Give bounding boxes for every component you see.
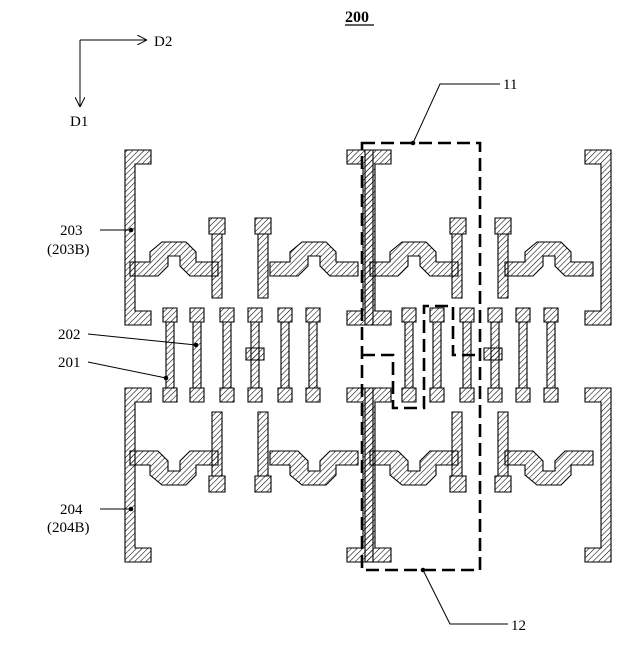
- leader-204-dot: [129, 507, 134, 512]
- strip-line-6: [405, 322, 413, 388]
- strip-pad-top-1: [190, 308, 204, 322]
- pad-top-c: [450, 218, 466, 234]
- direction-indicator: D2 D1: [70, 34, 172, 130]
- tft-204-u4: [505, 451, 593, 485]
- strip-pad-top-3: [248, 308, 262, 322]
- pixel-electrode-204-left-bracket: [125, 388, 151, 562]
- pixel-electrode-204-right-b: [585, 388, 611, 562]
- strip-pad-top-11: [544, 308, 558, 322]
- leader-11-dot: [411, 141, 416, 146]
- strip-pad-top-7: [430, 308, 444, 322]
- strip-line-5: [309, 322, 317, 388]
- label-203b: (203B): [47, 242, 90, 258]
- pixel-electrode-203-left-bracket: [125, 150, 151, 325]
- leader-202-dot: [194, 343, 199, 348]
- label-12: 12: [511, 618, 526, 634]
- pad-top-a: [209, 218, 225, 234]
- strip-line-10: [519, 322, 527, 388]
- connector-bottom-d: [498, 412, 508, 476]
- tft-203-u1: [130, 242, 218, 276]
- strip-pad-top-0: [163, 308, 177, 322]
- tft-204-u2: [270, 451, 358, 485]
- pixel-electrode-204-right-a: [347, 388, 373, 562]
- label-204b: (204B): [47, 520, 90, 536]
- leader-12-dot: [421, 568, 426, 573]
- strip-line-2: [223, 322, 231, 388]
- strip-pad-bottom-3: [248, 388, 262, 402]
- label-202: 202: [58, 327, 81, 343]
- strip-line-4: [281, 322, 289, 388]
- tap-a: [246, 348, 264, 360]
- connector-top-d: [498, 234, 508, 298]
- pixel-electrode-203-right-b: [585, 150, 611, 325]
- strip-pad-bottom-5: [306, 388, 320, 402]
- tft-203-u3: [370, 242, 458, 276]
- strip-pad-top-2: [220, 308, 234, 322]
- pad-bottom-b: [255, 476, 271, 492]
- connector-bottom-b: [258, 412, 268, 476]
- strip-line-1: [193, 322, 201, 388]
- connector-top-c: [452, 234, 462, 298]
- leader-203-dot: [129, 228, 134, 233]
- label-11: 11: [503, 77, 517, 93]
- label-204: 204: [60, 502, 83, 518]
- pad-bottom-c: [450, 476, 466, 492]
- pad-bottom-d: [495, 476, 511, 492]
- tft-204-u3: [370, 451, 458, 485]
- region-outlines: [362, 143, 480, 570]
- strip-pad-bottom-6: [402, 388, 416, 402]
- leader-201-dot: [164, 376, 169, 381]
- leader-12: [423, 570, 508, 624]
- connector-top-a: [212, 234, 222, 298]
- pad-top-b: [255, 218, 271, 234]
- tap-b: [484, 348, 502, 360]
- strip-pad-top-4: [278, 308, 292, 322]
- strip-pad-bottom-0: [163, 388, 177, 402]
- tft-204-u1: [130, 451, 218, 485]
- strip-pad-bottom-9: [488, 388, 502, 402]
- strip-pad-top-5: [306, 308, 320, 322]
- strip-pad-top-8: [460, 308, 474, 322]
- strip-pad-top-9: [488, 308, 502, 322]
- connector-bottom-a: [212, 412, 222, 476]
- region-11-outline: [362, 143, 480, 570]
- d1-label: D1: [70, 114, 88, 130]
- leader-202: [88, 334, 196, 345]
- leader-11: [413, 84, 500, 143]
- connector-bottom-c: [452, 412, 462, 476]
- strip-pad-bottom-11: [544, 388, 558, 402]
- strip-pad-bottom-4: [278, 388, 292, 402]
- callout-leaders: [88, 84, 508, 624]
- label-201: 201: [58, 355, 81, 371]
- strip-pad-bottom-8: [460, 388, 474, 402]
- leader-201: [88, 362, 166, 378]
- strip-pad-bottom-2: [220, 388, 234, 402]
- strip-pad-bottom-10: [516, 388, 530, 402]
- label-203: 203: [60, 223, 83, 239]
- strip-line-7: [433, 322, 441, 388]
- strip-pad-bottom-7: [430, 388, 444, 402]
- d2-label: D2: [154, 34, 172, 50]
- figure-number: 200: [345, 9, 369, 26]
- tft-203-u4: [505, 242, 593, 276]
- strip-pad-top-10: [516, 308, 530, 322]
- strip-pad-top-6: [402, 308, 416, 322]
- pixel-electrode-203-right-a: [347, 150, 373, 325]
- connector-top-b: [258, 234, 268, 298]
- strip-line-11: [547, 322, 555, 388]
- tft-203-u2: [270, 242, 358, 276]
- pad-bottom-a: [209, 476, 225, 492]
- strip-pad-bottom-1: [190, 388, 204, 402]
- pad-top-d: [495, 218, 511, 234]
